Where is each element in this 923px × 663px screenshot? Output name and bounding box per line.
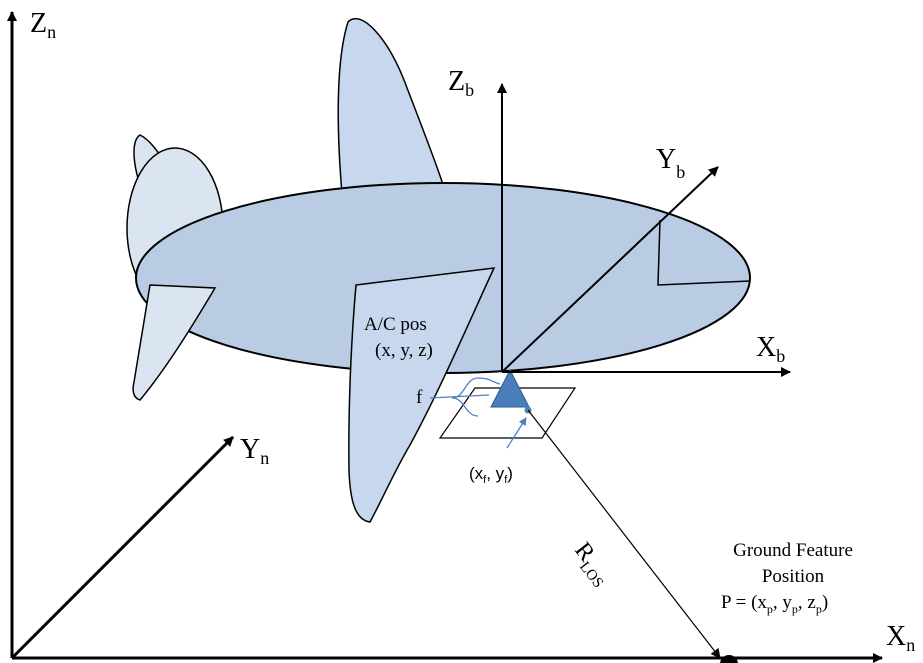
ground-feature-point: [720, 655, 738, 663]
nav-x-axis-label: Xn: [886, 621, 915, 655]
los-label: RLOS: [566, 538, 617, 591]
ground-feature-equation: P = (xp, yp, zp): [721, 592, 828, 616]
body-frame-inner-marker: [657, 219, 751, 286]
body-y-axis: [501, 166, 719, 373]
aircraft-position-coords: (x, y, z): [375, 340, 433, 361]
ground-feature-title: Ground Feature: [733, 540, 853, 561]
focal-length-bracket: [451, 377, 479, 417]
focal-length-pointer: [429, 394, 490, 399]
nav-y-axis-label: Yn: [240, 434, 269, 468]
vertical-tail-fin: [337, 17, 456, 226]
body-y-axis-label: Yb: [656, 144, 685, 182]
body-z-axis-label: Zb: [448, 66, 474, 100]
camera-triangle: [490, 368, 530, 408]
body-x-axis-label: Xb: [756, 332, 785, 366]
ground-feature-subtitle: Position: [762, 566, 825, 587]
horizontal-stabilizer: [132, 284, 217, 401]
focal-length-label: f: [416, 387, 423, 408]
aircraft-position-label: A/C pos: [364, 314, 427, 335]
nav-y-axis: [10, 435, 235, 660]
image-point-pointer: [506, 417, 527, 449]
nav-z-axis-label: Zn: [30, 8, 56, 42]
line-of-sight: [527, 409, 721, 659]
main-wing: [348, 267, 496, 523]
image-plane: [438, 387, 577, 439]
image-point-label: (xf, yf): [469, 464, 513, 486]
focal-length-top-tick: [477, 377, 501, 385]
